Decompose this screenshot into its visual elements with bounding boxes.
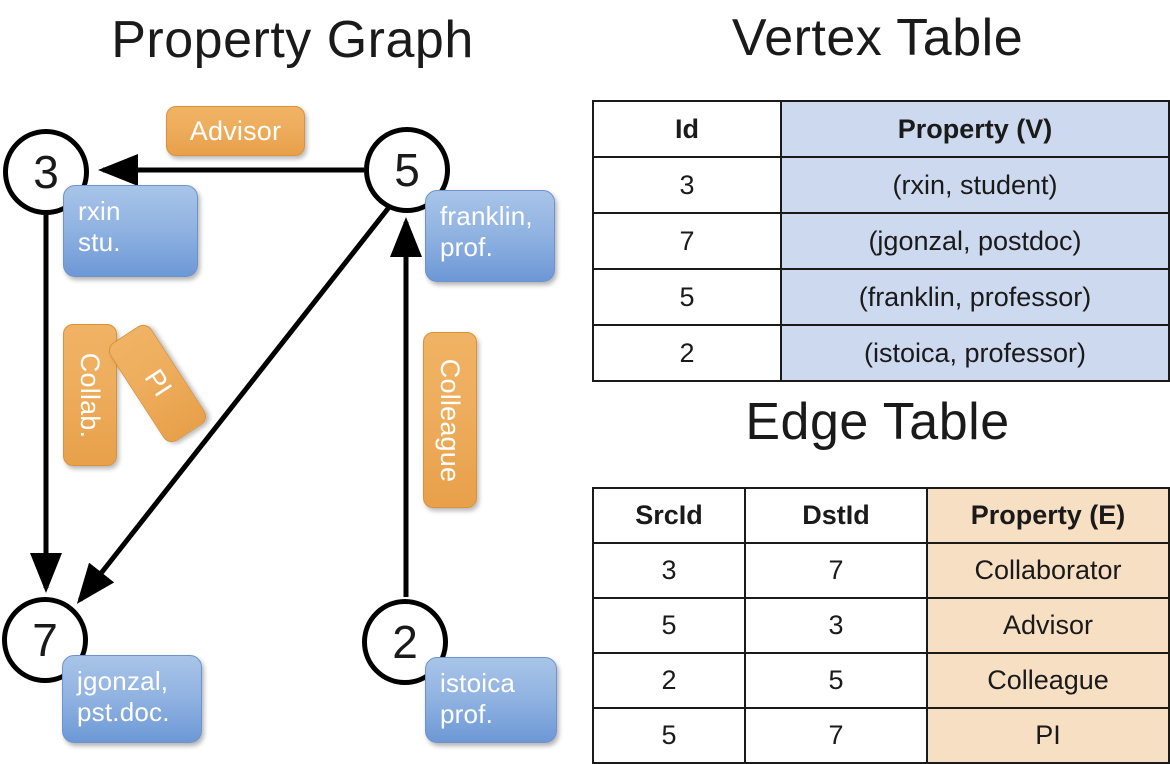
graph-node-5-label: 5	[394, 144, 420, 196]
page-title-property-graph: Property Graph	[111, 11, 474, 69]
edge-5-7-pi	[76, 204, 392, 604]
vertex-table-header-id: Id	[592, 100, 782, 158]
edge-table-cell-dstid: 3	[744, 597, 928, 654]
edge-table-header-dstid: DstId	[744, 487, 928, 544]
vertex-property-2-line1: istoica	[440, 668, 516, 698]
edge-table-cell-srcid: 5	[592, 707, 746, 764]
graph-node-2-label: 2	[392, 616, 418, 668]
edge-label-advisor-text: Advisor	[189, 115, 282, 146]
graph-node-3-label: 3	[33, 146, 59, 198]
table-row[interactable]: 5 3 Advisor	[592, 597, 1170, 654]
edge-table-header-property: Property (E)	[926, 487, 1170, 544]
vertex-property-callout-7: jgonzal, pst.doc.	[62, 655, 202, 743]
graph-node-5[interactable]: 5	[364, 127, 450, 213]
table-row[interactable]: 2 5 Colleague	[592, 652, 1170, 709]
property-graph-panel: Property Graph 3 5 7 2 rxin stu. frankli…	[0, 0, 585, 760]
vertex-table-header-row: Id Property (V)	[592, 100, 1170, 158]
edge-table-cell-dstid: 7	[744, 707, 928, 764]
vertex-property-callout-3: rxin stu.	[63, 185, 198, 277]
edge-table-cell-srcid: 3	[592, 542, 746, 599]
edge-label-pi-text: PI	[138, 364, 178, 403]
edge-table-cell-srcid: 2	[592, 652, 746, 709]
vertex-table: Id Property (V) 3 (rxin, student) 7 (jgo…	[592, 100, 1170, 382]
edge-table-cell-property: Advisor	[926, 597, 1170, 654]
edge-table-cell-property: PI	[926, 707, 1170, 764]
edge-label-colleague-text: Colleague	[435, 358, 466, 482]
vertex-property-7-line1: jgonzal,	[77, 666, 169, 696]
page-title-vertex-table: Vertex Table	[731, 9, 1024, 67]
vertex-table-header-property: Property (V)	[780, 100, 1170, 158]
vertex-property-3-line1: rxin	[78, 196, 121, 226]
vertex-table-cell-property: (franklin, professor)	[780, 268, 1170, 326]
table-row[interactable]: 3 7 Collaborator	[592, 542, 1170, 599]
edge-label-colleague: Colleague	[423, 332, 477, 508]
vertex-property-callout-5: franklin, prof.	[425, 190, 555, 282]
vertex-property-5-line1: franklin,	[440, 201, 533, 231]
edge-label-collab-text: Collab.	[75, 352, 106, 438]
page-title-edge-table: Edge Table	[745, 393, 1010, 451]
vertex-property-5-line2: prof.	[440, 231, 494, 262]
vertex-property-3-line2: stu.	[78, 226, 121, 257]
edge-table: SrcId DstId Property (E) 3 7 Collaborato…	[592, 487, 1170, 764]
edge-table-header-srcid: SrcId	[592, 487, 746, 544]
edge-table-cell-property: Colleague	[926, 652, 1170, 709]
vertex-table-cell-id: 7	[592, 212, 782, 270]
edge-table-header-row: SrcId DstId Property (E)	[592, 487, 1170, 544]
vertex-table-cell-id: 5	[592, 268, 782, 326]
edge-table-cell-dstid: 7	[744, 542, 928, 599]
edge-label-advisor: Advisor	[166, 106, 305, 156]
table-row[interactable]: 5 (franklin, professor)	[592, 268, 1170, 326]
edge-table-cell-srcid: 5	[592, 597, 746, 654]
vertex-property-callout-2: istoica prof.	[425, 657, 557, 743]
vertex-property-2-line2: prof.	[440, 698, 494, 729]
vertex-table-cell-property: (rxin, student)	[780, 156, 1170, 214]
table-row[interactable]: 3 (rxin, student)	[592, 156, 1170, 214]
edge-table-cell-property: Collaborator	[926, 542, 1170, 599]
vertex-table-cell-id: 3	[592, 156, 782, 214]
table-row[interactable]: 7 (jgonzal, postdoc)	[592, 212, 1170, 270]
table-row[interactable]: 2 (istoica, professor)	[592, 324, 1170, 382]
graph-edges-svg	[30, 154, 422, 604]
table-row[interactable]: 5 7 PI	[592, 707, 1170, 764]
graph-node-2[interactable]: 2	[362, 599, 448, 685]
edge-table-cell-dstid: 5	[744, 652, 928, 709]
graph-node-7-label: 7	[32, 614, 58, 666]
vertex-table-cell-property: (istoica, professor)	[780, 324, 1170, 382]
vertex-property-7-line2: pst.doc.	[77, 696, 170, 727]
vertex-table-cell-id: 2	[592, 324, 782, 382]
vertex-table-cell-property: (jgonzal, postdoc)	[780, 212, 1170, 270]
